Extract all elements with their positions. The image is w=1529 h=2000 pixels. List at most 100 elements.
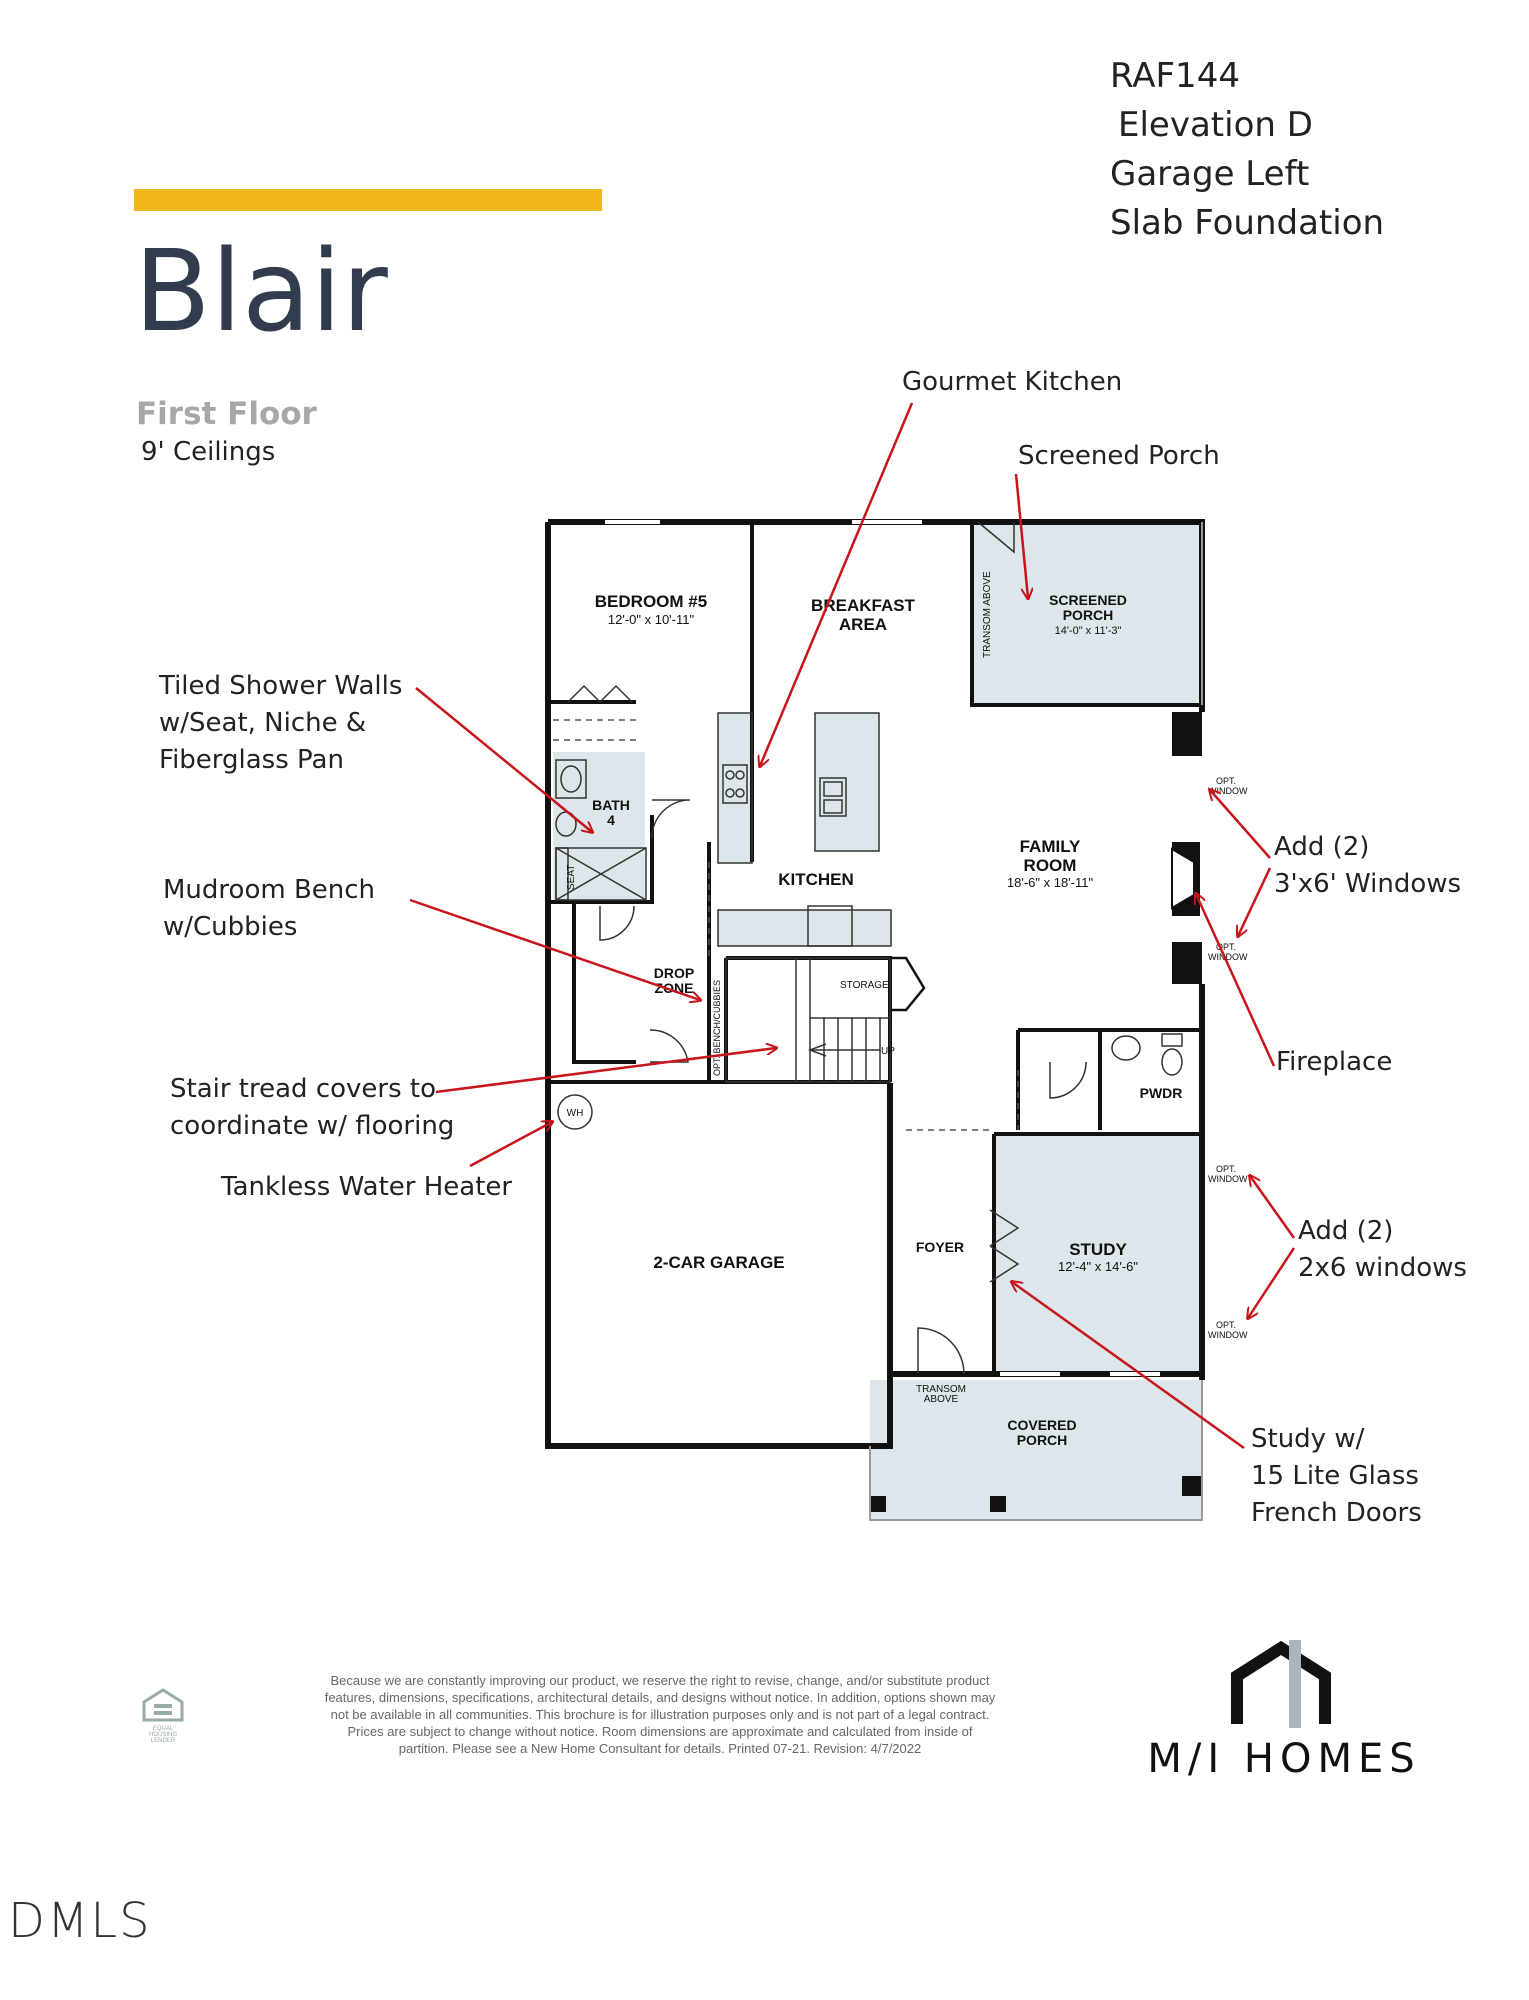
disclaimer-line: Because we are constantly improving our … bbox=[330, 1673, 990, 1688]
disclaimer-line: Prices are subject to change without not… bbox=[347, 1724, 973, 1739]
callout-mudroom: Mudroom Bench w/Cubbies bbox=[163, 872, 375, 946]
transom-label-2: ABOVE bbox=[924, 1394, 959, 1405]
callout-line: Mudroom Bench bbox=[163, 875, 376, 905]
arrow-water-heater bbox=[469, 1122, 552, 1168]
opt-window-4-b: WINDOW bbox=[1208, 1330, 1248, 1340]
callout-line: Stair tread covers to bbox=[170, 1074, 437, 1104]
callout-line: 3'x6' Windows bbox=[1274, 869, 1462, 899]
arrow-study-window-2 bbox=[1248, 1247, 1296, 1318]
cabinetry bbox=[717, 712, 892, 947]
storage-label: STORAGE bbox=[840, 980, 889, 991]
foyer-label: FOYER bbox=[916, 1239, 964, 1255]
disclaimer-line: features, dimensions, specifications, ar… bbox=[324, 1690, 996, 1705]
covered-porch-outline bbox=[869, 1380, 1203, 1521]
screened-porch-label: SCREENED bbox=[1049, 592, 1127, 608]
arrow-mudroom bbox=[409, 898, 700, 1000]
cooktop-icon bbox=[722, 764, 748, 804]
callout-line: Fiberglass Pan bbox=[159, 745, 344, 775]
screened-porch-fill bbox=[972, 522, 1202, 705]
callout-line: w/Cubbies bbox=[163, 912, 298, 942]
arrow-screened-porch bbox=[1014, 473, 1028, 598]
family-room-label: FAMILY bbox=[1020, 837, 1081, 856]
equal-housing-text-2: LENDER bbox=[150, 1738, 176, 1744]
equal-housing-icon bbox=[142, 1688, 184, 1722]
arrow-study-window-1 bbox=[1250, 1176, 1296, 1239]
callout-line: w/Seat, Niche & bbox=[159, 708, 367, 738]
plan-code: RAF144 bbox=[1110, 56, 1240, 96]
callout-line: Study w/ bbox=[1251, 1424, 1365, 1454]
plan-foundation: Slab Foundation bbox=[1110, 203, 1385, 243]
wall-pier bbox=[1172, 712, 1202, 756]
family-room-dim: 18'-6" x 18'-11" bbox=[1007, 875, 1094, 890]
bath4-label: BATH bbox=[592, 797, 630, 813]
covered-porch-fill bbox=[870, 1380, 1202, 1520]
transom-vertical: TRANSOM ABOVE bbox=[982, 571, 993, 658]
family-room-label-2: ROOM bbox=[1024, 856, 1077, 875]
drop-zone-label-2: ZONE bbox=[655, 980, 694, 996]
callout-line: Screened Porch bbox=[1018, 441, 1220, 471]
arrow-family-window-1 bbox=[1210, 790, 1271, 859]
arrow-family-window-2 bbox=[1238, 867, 1272, 936]
wall-pier bbox=[1172, 942, 1202, 984]
opt-window-2: OPT. bbox=[1216, 942, 1236, 952]
opt-window-1: OPT. bbox=[1216, 776, 1236, 786]
callout-study-doors: Study w/ 15 Lite Glass French Doors bbox=[1251, 1421, 1422, 1532]
garage-label: 2-CAR GARAGE bbox=[653, 1253, 784, 1272]
disclaimer: Because we are constantly improving our … bbox=[270, 1672, 1050, 1757]
bath4-label-2: 4 bbox=[607, 812, 615, 828]
callout-line: 2x6 windows bbox=[1298, 1253, 1467, 1283]
arrow-gourmet-kitchen bbox=[760, 402, 914, 766]
plan-elevation: Elevation D bbox=[1118, 105, 1313, 145]
study-dim: 12'-4" x 14'-6" bbox=[1058, 1259, 1138, 1274]
callout-line: Tiled Shower Walls bbox=[159, 671, 403, 701]
equal-housing-text: EQUAL HOUSING bbox=[148, 1726, 177, 1738]
screened-porch-dim: 14'-0" x 11'-3" bbox=[1055, 625, 1122, 637]
transom-label: TRANSOM bbox=[916, 1384, 966, 1395]
arrow-tiled-shower bbox=[415, 687, 592, 832]
water-heater-icon bbox=[557, 1094, 593, 1130]
watermark: DMLS bbox=[8, 1893, 152, 1949]
wh-label: WH bbox=[567, 1108, 584, 1119]
bath-fixtures bbox=[555, 759, 647, 901]
callout-family-windows: Add (2) 3'x6' Windows bbox=[1274, 829, 1461, 903]
drop-zone-label: DROP bbox=[654, 965, 694, 981]
callout-gourmet-kitchen: Gourmet Kitchen bbox=[902, 364, 1122, 401]
callout-arrows bbox=[409, 402, 1296, 1450]
arrow-fireplace bbox=[1196, 894, 1276, 1067]
arrow-stair bbox=[435, 1048, 776, 1094]
brand-name: M/I HOMES bbox=[1147, 1736, 1421, 1782]
disclaimer-line: partition. Please see a New Home Consult… bbox=[398, 1741, 922, 1756]
up-label: UP bbox=[881, 1046, 895, 1057]
callout-fireplace: Fireplace bbox=[1276, 1044, 1392, 1081]
windows bbox=[605, 520, 1160, 1376]
opt-window-3: OPT. bbox=[1216, 1164, 1236, 1174]
accent-bar bbox=[134, 189, 602, 211]
opt-window-2-b: WINDOW bbox=[1208, 952, 1248, 962]
screened-porch-label-2: PORCH bbox=[1063, 607, 1114, 623]
powder-fixtures bbox=[1111, 1033, 1183, 1076]
pwdr-label: PWDR bbox=[1140, 1085, 1183, 1101]
stairs bbox=[725, 957, 891, 1083]
callout-screened-porch: Screened Porch bbox=[1018, 438, 1220, 475]
house-roof-icon bbox=[1231, 1640, 1331, 1728]
breakfast-label: BREAKFAST bbox=[811, 596, 916, 615]
callout-stair: Stair tread covers to coordinate w/ floo… bbox=[170, 1071, 454, 1145]
opt-window-3-b: WINDOW bbox=[1208, 1174, 1248, 1184]
callout-line: Add (2) bbox=[1274, 832, 1370, 862]
opt-window-1-b: WINDOW bbox=[1208, 786, 1248, 796]
callout-tiled-shower: Tiled Shower Walls w/Seat, Niche & Fiber… bbox=[159, 668, 402, 779]
study-fill bbox=[994, 1134, 1202, 1374]
bedroom5-dim: 12'-0" x 10'-11" bbox=[608, 612, 695, 627]
door-swings bbox=[567, 521, 1087, 1375]
kitchen-label: KITCHEN bbox=[778, 870, 854, 889]
ceiling-label: 9' Ceilings bbox=[141, 437, 276, 467]
seat-label: SEAT bbox=[566, 865, 577, 890]
plan-title: Blair bbox=[134, 227, 388, 357]
sink-icon bbox=[819, 777, 847, 817]
covered-porch-label-2: PORCH bbox=[1017, 1432, 1068, 1448]
bedroom5-label: BEDROOM #5 bbox=[595, 592, 707, 611]
opt-window-4: OPT. bbox=[1216, 1320, 1236, 1330]
callout-line: Fireplace bbox=[1276, 1047, 1393, 1077]
callout-water-heater: Tankless Water Heater bbox=[221, 1169, 512, 1206]
